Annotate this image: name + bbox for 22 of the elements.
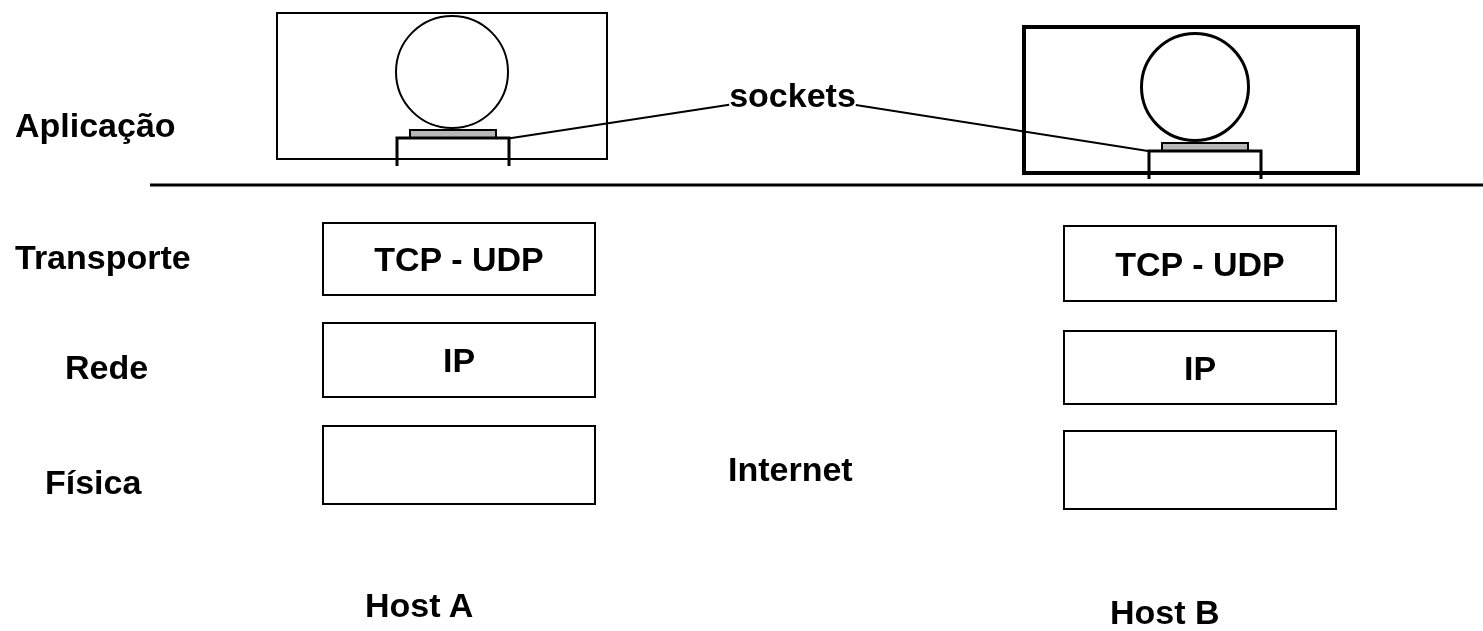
layer-label: Internet (728, 452, 853, 486)
layer-label: Host A (365, 588, 474, 622)
layer-box (1063, 430, 1337, 510)
protocol-label: IP (1183, 350, 1217, 385)
layer-box (1063, 330, 1337, 405)
layer-box (322, 222, 596, 296)
layer-label: Física (45, 465, 142, 499)
layer-box (322, 425, 596, 505)
layer-box (322, 322, 596, 398)
layer-label: Transporte (15, 240, 191, 274)
layer-label: Aplicação (15, 108, 176, 142)
sockets-label: sockets (729, 78, 856, 112)
socket-symbol (396, 128, 510, 166)
leader-line (854, 104, 1149, 152)
protocol-label: TCP - UDP (374, 242, 544, 276)
protocol-label: IP (442, 343, 476, 377)
leader-line (509, 103, 731, 140)
protocol-label: TCP - UDP (1115, 246, 1285, 281)
socket-symbol (1148, 141, 1262, 179)
layer-box (1063, 225, 1337, 302)
layer-label: Rede (65, 350, 149, 384)
layer-label: Host B (1110, 595, 1220, 629)
